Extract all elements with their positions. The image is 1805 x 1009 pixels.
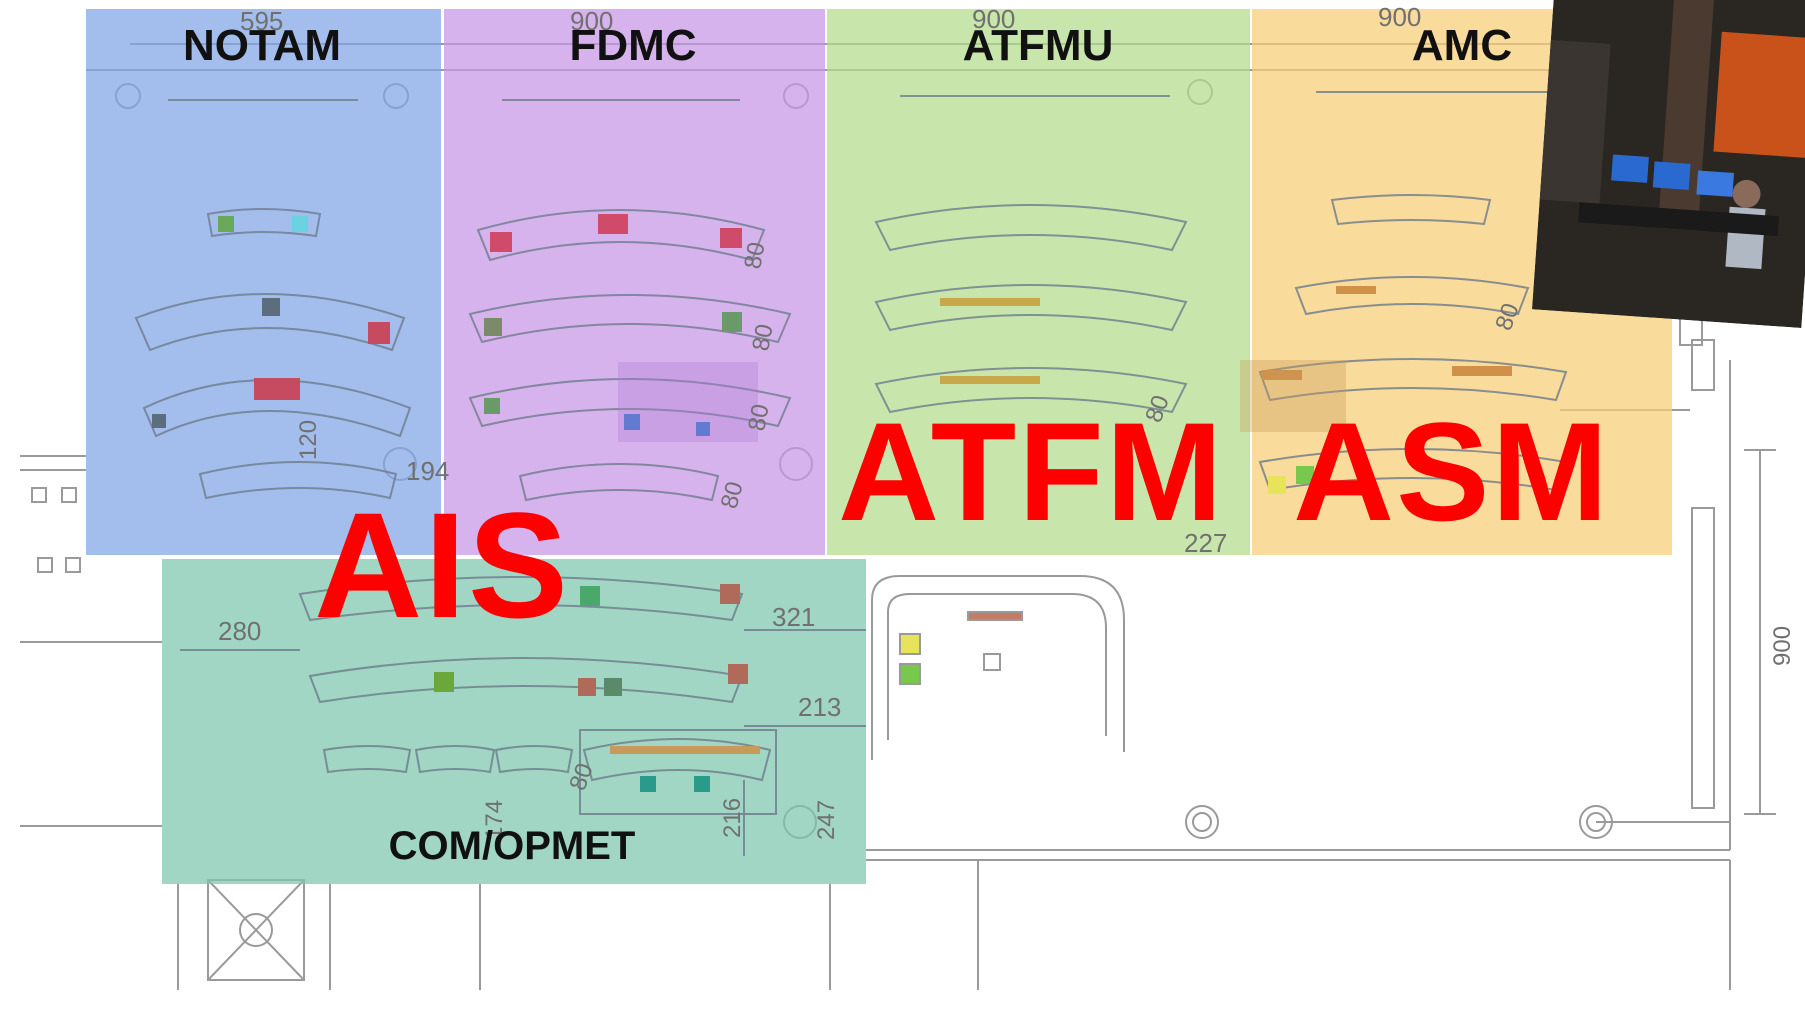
dim-174: 174: [481, 800, 508, 840]
zone-label-amc: AMC: [1411, 21, 1513, 70]
dim-213: 213: [798, 692, 841, 722]
dim-top-900-a: 900: [570, 6, 613, 36]
dim-900-right: 900: [1769, 626, 1796, 666]
dim-80-b: 80: [747, 322, 778, 353]
zone-com-opmet: [162, 559, 866, 884]
group-label-ais: AIS: [314, 481, 571, 649]
dim-top-900-c: 900: [1378, 2, 1421, 32]
dim-280: 280: [218, 616, 261, 646]
dim-top-595: 595: [240, 6, 283, 36]
dim-120: 120: [295, 420, 322, 460]
dim-80-d: 80: [716, 479, 749, 512]
dim-321: 321: [772, 602, 815, 632]
dim-80-a: 80: [739, 240, 770, 271]
dim-227: 227: [1184, 528, 1227, 558]
zone-label-fdmc: FDMC: [569, 21, 697, 70]
zone-atfmu: [827, 9, 1250, 555]
zone-label-notam: NOTAM: [182, 21, 342, 70]
dim-80-f: 80: [1490, 300, 1525, 334]
dim-247: 247: [813, 800, 840, 840]
dim-top-900-b: 900: [972, 4, 1015, 34]
group-label-asm: ASM: [1293, 393, 1611, 550]
zone-label-com-opmet: COM/OPMET: [388, 824, 636, 868]
dim-194: 194: [406, 456, 449, 486]
ops-room-photo: [1531, 0, 1805, 329]
dim-216: 216: [719, 798, 746, 838]
dim-80-c: 80: [743, 402, 774, 433]
zone-label-atfmu: ATFMU: [962, 21, 1114, 70]
group-label-atfm: ATFM: [838, 393, 1225, 550]
